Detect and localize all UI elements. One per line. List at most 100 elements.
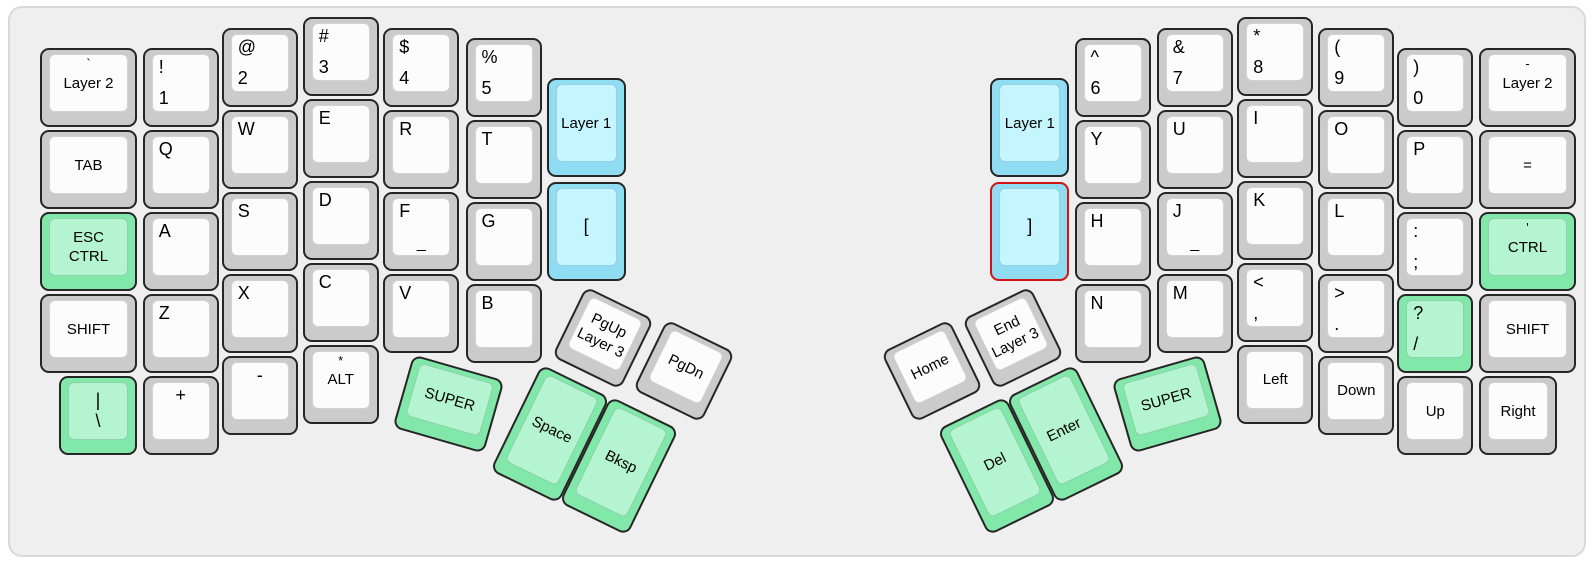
keycap-top: 'CTRL [1488,218,1567,276]
key-label: F [399,200,411,221]
key-at-2[interactable]: @2 [221,27,298,107]
key-percent-5[interactable]: %5 [465,38,542,118]
keycap-top: Home [891,328,969,406]
key-label: K [1253,189,1266,210]
key-colon-semicolon[interactable]: :; [1397,212,1474,291]
key-label: ' [1526,220,1529,235]
key-f[interactable]: F_ [383,191,460,271]
key-d[interactable]: D [302,180,379,260]
key-label: Z [158,303,170,323]
key-c[interactable]: C [302,262,379,342]
key-l[interactable]: L [1318,191,1395,271]
keycap-top: O [1327,115,1386,174]
key-minus-left[interactable]: - [221,355,298,435]
key-layer1-left[interactable]: Layer 1 [546,78,626,178]
key-plus[interactable]: + [142,376,219,455]
key-super-left[interactable]: SUPER [392,354,505,454]
key-label: @ [237,36,256,57]
key-q[interactable]: Q [142,130,219,209]
key-x[interactable]: X [221,273,298,353]
key-center-label: Layer 2 [50,55,127,111]
key-s[interactable]: S [221,191,298,271]
key-y[interactable]: Y [1074,120,1151,200]
key-right-arrow[interactable]: Right [1479,376,1557,455]
key-label: Space [529,412,576,447]
key-exclam-1[interactable]: !1 [142,48,219,127]
key-a[interactable]: A [142,212,219,291]
key-r[interactable]: R [383,109,460,189]
key-star-8[interactable]: *8 [1237,16,1314,96]
key-e[interactable]: E [302,98,379,178]
key-minus-layer2[interactable]: -Layer 2 [1479,48,1576,127]
key-label: Layer 1 [561,114,612,132]
key-caret-6[interactable]: ^6 [1074,38,1151,118]
key-m[interactable]: M [1156,273,1233,353]
key-j[interactable]: J_ [1156,191,1233,271]
key-center-label: Layer 1 [557,85,616,161]
key-label: \ [95,411,101,431]
key-lparen-9[interactable]: (9 [1318,27,1395,107]
keycap-top: E [311,104,370,163]
keycap-top: F_ [392,197,451,256]
key-center-label: |\ [69,383,127,439]
key-v[interactable]: V [383,273,460,353]
keycap-top: H [1083,208,1142,267]
key-shift-left[interactable]: SHIFT [40,294,137,373]
key-super-right[interactable]: SUPER [1111,354,1224,454]
key-down-arrow[interactable]: Down [1318,355,1395,435]
key-tab[interactable]: TAB [40,130,137,209]
keycap-top: SUPER [1121,362,1211,437]
key-left-arrow[interactable]: Left [1237,344,1314,424]
keycap-top: *ALT [311,350,370,409]
key-layer1-right[interactable]: Layer 1 [990,78,1070,178]
key-w[interactable]: W [221,109,298,189]
key-label: O [1334,118,1349,139]
key-label: M [1172,282,1188,303]
key-home[interactable]: Home [880,319,984,423]
key-up-arrow[interactable]: Up [1397,376,1474,455]
key-quote-ctrl[interactable]: 'CTRL [1479,212,1576,291]
key-hash-3[interactable]: #3 [302,16,379,96]
key-pipe-backslash[interactable]: |\ [59,376,137,455]
key-label: Y [1090,129,1103,150]
key-equals[interactable]: = [1479,130,1576,209]
key-lt-comma[interactable]: <, [1237,262,1314,342]
key-star-alt[interactable]: *ALT [302,344,379,424]
key-amp-7[interactable]: &7 [1156,27,1233,107]
key-rparen-0[interactable]: )0 [1397,48,1474,127]
key-label: > [1334,282,1345,303]
key-question-slash[interactable]: ?/ [1397,294,1474,373]
key-n[interactable]: N [1074,284,1151,364]
keycap-top: -Layer 2 [1488,54,1567,112]
key-dollar-4[interactable]: $4 [383,27,460,107]
key-label: X [237,282,250,303]
key-z[interactable]: Z [142,294,219,373]
key-pgdn[interactable]: PgDn [632,319,736,423]
key-label: R [399,118,413,139]
key-b[interactable]: B [465,284,542,364]
key-label: * [1253,25,1261,46]
key-rbracket[interactable]: ] [990,181,1070,281]
key-h[interactable]: H [1074,202,1151,282]
key-center-label: Up [1407,383,1463,439]
key-label: ] [1027,216,1033,237]
key-t[interactable]: T [465,120,542,200]
key-label: U [1172,118,1186,139]
key-grave-layer2[interactable]: `Layer 2 [40,48,137,127]
key-lbracket[interactable]: [ [546,181,626,281]
key-k[interactable]: K [1237,180,1314,260]
key-i[interactable]: I [1237,98,1314,178]
key-g[interactable]: G [465,202,542,282]
key-gt-period[interactable]: >. [1318,273,1395,353]
key-u[interactable]: U [1156,109,1233,189]
key-shift-right[interactable]: SHIFT [1479,294,1576,373]
key-label: & [1172,36,1185,57]
key-p[interactable]: P [1397,130,1474,209]
key-o[interactable]: O [1318,109,1395,189]
key-label: ALT [327,371,354,389]
key-label: 1 [158,88,169,108]
